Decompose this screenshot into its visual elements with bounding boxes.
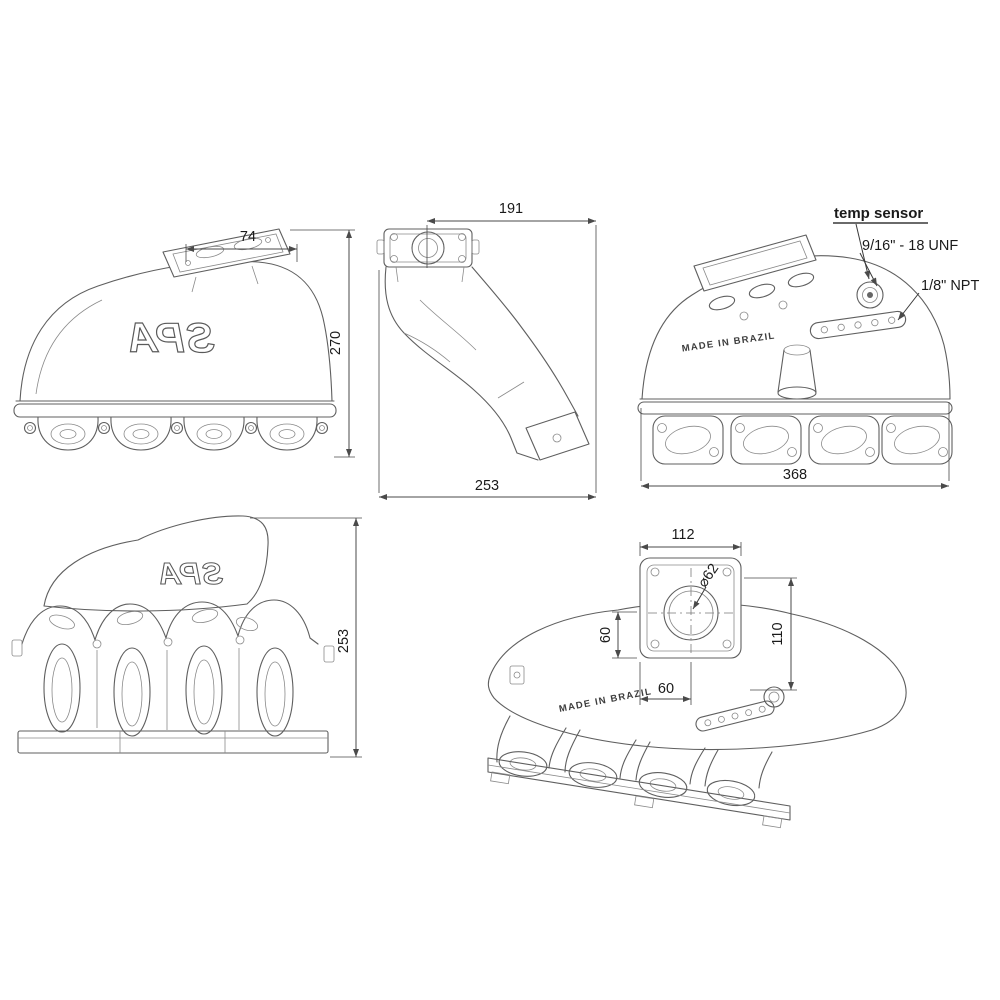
side-throttle-flange-inner: [389, 233, 467, 263]
rear-view: MADE IN BRAZIL temp sensor: [637, 205, 979, 489]
top-sensor-boss: [763, 686, 785, 708]
made-in-brazil-label: MADE IN BRAZIL: [681, 331, 776, 355]
lower-lid-outline: [43, 515, 269, 612]
front-throttle-flange: [162, 228, 291, 278]
front-base-rail: [13, 403, 337, 418]
npt-port-strip: [809, 310, 907, 340]
dim-label-253-side: 253: [475, 478, 499, 494]
side-throttle-bore-inner: [418, 238, 438, 258]
dim-label-112: 112: [671, 527, 694, 543]
made-in-brazil-label-top: MADE IN BRAZIL: [558, 686, 653, 715]
unf-thread-leader: [859, 252, 878, 287]
dim-label-60-bottom: 60: [658, 681, 674, 697]
npt-thread-label: 1/8" NPT: [921, 278, 979, 294]
side-body-front-edge: [384, 266, 539, 461]
rear-port-slot: [708, 295, 736, 311]
front-view: SPA 74: [13, 228, 355, 458]
front-flange-bolt: [265, 237, 271, 243]
dim-label-60-left: 60: [598, 627, 614, 643]
side-view: 191 253: [376, 201, 597, 500]
lower-runner-arches: [21, 599, 319, 645]
dim-label-191: 191: [499, 201, 523, 217]
rear-small-boss: [739, 311, 749, 321]
side-form-line: [419, 299, 477, 351]
rear-gasket-plates: [652, 415, 953, 465]
dim-top-offset-left: 60: [598, 611, 637, 659]
dim-label-110: 110: [770, 622, 786, 645]
dim-label-74: 74: [240, 229, 256, 245]
rear-port-slot: [748, 283, 776, 299]
dim-side-width: 191: [426, 201, 597, 493]
side-form-line: [403, 332, 451, 363]
side-outlet-bolt: [552, 433, 562, 443]
top-base-rail: [487, 757, 791, 821]
dim-top-height: 110: [744, 577, 797, 691]
dim-rear-width: 368: [640, 402, 950, 489]
rear-port-slot: [787, 272, 815, 288]
front-bolt-bosses: [23, 421, 329, 435]
top-throttle-flange: [639, 557, 742, 659]
rear-base-rail: [637, 401, 953, 415]
callout-unf-thread: 9/16" - 18 UNF: [859, 238, 958, 287]
dim-label-270: 270: [328, 331, 344, 355]
dim-side-depth: 253: [378, 270, 596, 500]
dim-label-368: 368: [783, 467, 807, 483]
lower-runner-ovals: [43, 643, 294, 737]
lower-base-notches: [119, 731, 226, 753]
dim-top-offset-bottom: 60: [639, 662, 692, 705]
lower-base-plate: [17, 730, 329, 754]
side-rib-line: [497, 381, 525, 399]
npt-thread-leader: [897, 292, 920, 321]
front-plenum-inner-line: [35, 299, 103, 395]
side-outlet-flange: [525, 411, 590, 461]
side-throttle-bore: [411, 231, 445, 265]
dim-label-253-lower: 253: [336, 629, 352, 653]
top-port-strip: [695, 700, 775, 732]
front-flange-bolt: [185, 260, 191, 266]
callout-temp-sensor: temp sensor: [833, 205, 928, 280]
lower-runner-struts: [96, 648, 240, 730]
brand-logo-lower: SPA: [157, 556, 223, 591]
brand-logo: SPA: [125, 314, 214, 361]
top-plenum-outline: [487, 602, 907, 751]
front-lower-view: SPA 253: [11, 515, 362, 758]
front-runner-bells: [37, 416, 318, 451]
dim-top-flange-width: 112: [639, 527, 742, 556]
dim-front-flange-width: 74: [185, 229, 298, 262]
dim-front-height: 270: [290, 229, 355, 458]
top-view: MADE IN BRAZIL 112: [487, 527, 907, 829]
front-flange-neck-lines: [191, 265, 259, 293]
side-throttle-flange: [383, 228, 473, 268]
temp-sensor-label: temp sensor: [834, 205, 923, 222]
temp-sensor-boss: [856, 281, 884, 309]
rear-small-boss: [778, 300, 788, 310]
unf-thread-label: 9/16" - 18 UNF: [862, 238, 958, 254]
rear-throttle-flange: [693, 234, 817, 292]
rear-plenum-outline: [641, 255, 951, 400]
callout-npt-thread: 1/8" NPT: [897, 278, 979, 321]
rear-center-funnel: [777, 344, 817, 400]
temp-sensor-leader: [855, 223, 871, 280]
rear-throttle-flange-inner: [702, 240, 808, 286]
top-left-tab: [509, 665, 525, 685]
side-body-back-edge: [471, 266, 579, 417]
dim-lower-height: 253: [250, 517, 362, 758]
side-neck-lines: [395, 266, 465, 283]
